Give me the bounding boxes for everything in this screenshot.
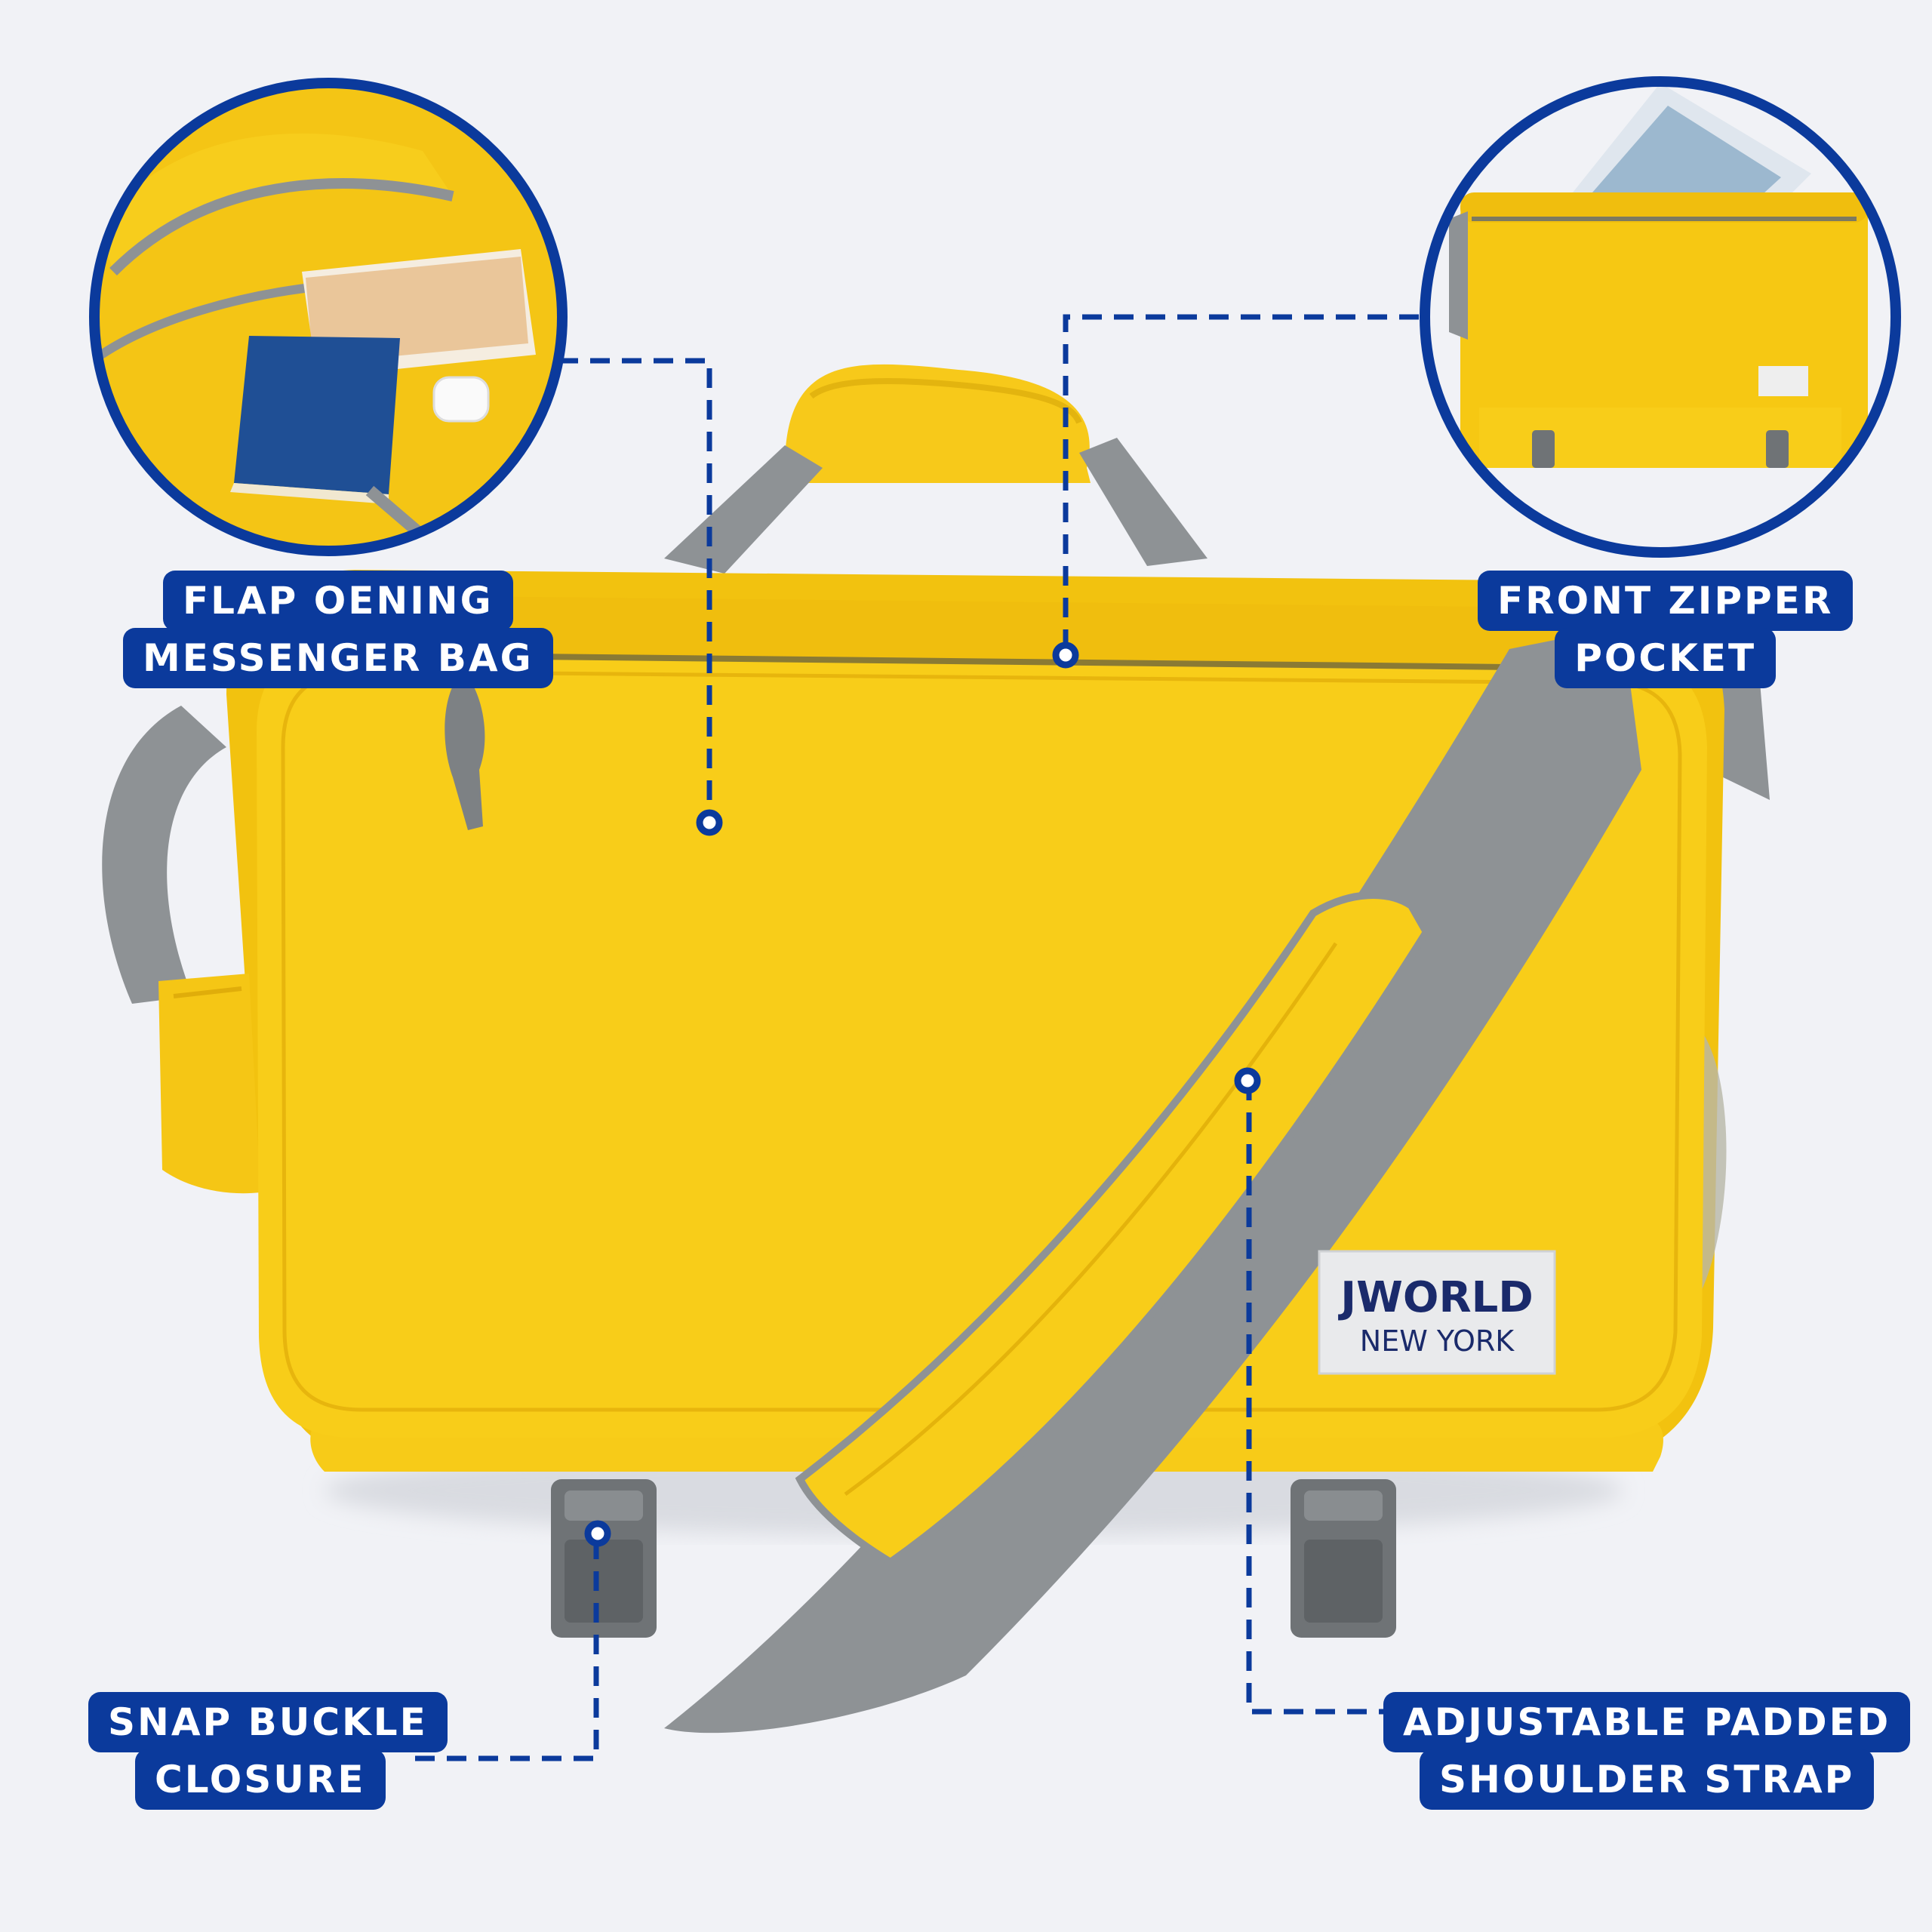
handle-webbing-left xyxy=(664,445,823,574)
brand-location: NEW YORK xyxy=(1360,1324,1515,1358)
handle-seam xyxy=(809,378,1082,424)
buckle-left-icon xyxy=(551,1479,657,1638)
leader-flap xyxy=(558,358,712,819)
earbuds-case xyxy=(432,376,490,423)
callout-zipper-line2: POCKET xyxy=(1555,628,1777,688)
inset-front-pocket xyxy=(1425,82,1896,552)
callout-shoulder-strap: ADJUSTABLE PADDED SHOULDER STRAP xyxy=(1383,1692,1911,1810)
shoulder-pad xyxy=(795,891,1431,1567)
callout-strap-line1: ADJUSTABLE PADDED xyxy=(1383,1692,1911,1752)
handle-webbing-right xyxy=(1079,438,1208,566)
callout-front-zipper: FRONT ZIPPER POCKET xyxy=(1478,571,1854,688)
pad-seam xyxy=(844,942,1338,1497)
callout-strap-line2: SHOULDER STRAP xyxy=(1419,1749,1875,1810)
callout-buckle-line1: SNAP BUCKLE xyxy=(88,1692,448,1752)
inset-flap-opening xyxy=(94,83,562,551)
callout-flap-line2: MESSENGER BAG xyxy=(123,628,553,688)
side-pocket-seam xyxy=(173,986,242,998)
leader-dots xyxy=(584,641,1261,1547)
dot-buckle xyxy=(584,1520,611,1547)
dot-zipper xyxy=(1052,641,1079,669)
leader-zipper xyxy=(1063,314,1419,653)
strap-left-end xyxy=(102,706,226,1004)
leader-lines xyxy=(408,314,1419,1761)
leader-buckle xyxy=(408,1540,599,1761)
brand-name: JWORLD xyxy=(1337,1273,1534,1322)
blue-book xyxy=(230,336,400,504)
front-flap xyxy=(257,641,1707,1438)
callout-zipper-line1: FRONT ZIPPER xyxy=(1478,571,1854,631)
callout-flap-line1: FLAP OENING xyxy=(162,571,513,631)
brand-patch: JWORLD NEW YORK xyxy=(1318,1250,1556,1375)
callout-snap-buckle: SNAP BUCKLE CLOSURE xyxy=(88,1692,448,1810)
side-pocket-left xyxy=(158,974,260,1194)
buckle-right-icon xyxy=(1291,1479,1396,1638)
inset-left-ring xyxy=(89,78,568,556)
dot-flap xyxy=(696,809,723,836)
zipper-pull-icon xyxy=(445,679,485,830)
inset-right-ring xyxy=(1420,76,1901,558)
callout-flap-opening: FLAP OENING MESSENGER BAG xyxy=(123,571,553,688)
dot-strap xyxy=(1234,1067,1261,1094)
zipper-band xyxy=(453,596,1617,664)
callout-buckle-line2: CLOSURE xyxy=(135,1749,386,1810)
